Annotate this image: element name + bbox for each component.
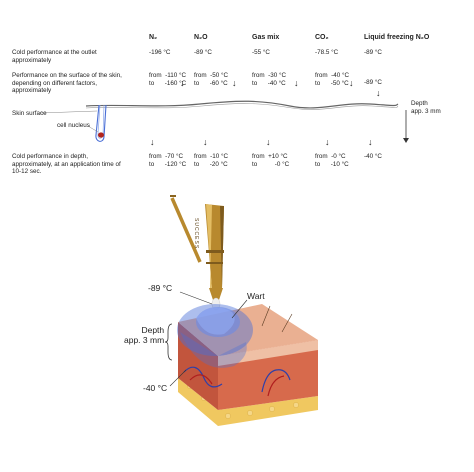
cell-outlet-gas-mix: -55 °C (252, 49, 270, 56)
arrow-down-icon: ↓ (150, 137, 155, 147)
cell-surface-gas-mix: from -30 °C to -40 °C (252, 72, 287, 87)
cell-nucleus-label: cell nucleus (57, 122, 90, 129)
cell-depth-gas-mix: from +10 °C to -0 °C (252, 153, 290, 168)
skin-surface-label: Skin surface (12, 110, 47, 117)
cell-depth-n2o: from -10 °C to -20 °C (194, 153, 229, 168)
cell-depth-n2: from -70 °C to -120 °C (149, 153, 187, 168)
cell-outlet-co2: -78.5 °C (315, 49, 339, 56)
cell-outlet-liquid-n2o: -89 °C (364, 49, 382, 56)
column-header-n2: N₂ (149, 34, 158, 41)
cell-depth-co2: from -0 °C to -10 °C (315, 153, 349, 168)
cell-surface-co2: from -40 °C to -50 °C (315, 72, 350, 87)
column-header-n2o: N₂O (194, 34, 208, 41)
column-header-co2: CO₂ (315, 34, 329, 41)
skin-block (177, 304, 318, 426)
cell-nucleus-dot (98, 132, 104, 138)
cell-surface-n2: from -110 °C to -160 °C (149, 72, 187, 87)
temp-label-tip: -89 °C (148, 283, 173, 293)
cell-surface-liquid-n2o: -89 °C (364, 79, 382, 86)
column-header-gas-mix: Gas mix (252, 34, 280, 41)
row-label-surface: Performance on the surface of the skin, … (12, 72, 122, 95)
row-label-outlet: Cold performance at the outlet approxima… (12, 49, 97, 64)
row-label-depth: Cold performance in depth, approximately… (12, 153, 121, 176)
arrow-down-icon: ↓ (180, 78, 185, 88)
wart-label: Wart (247, 291, 265, 301)
arrow-down-icon: ↓ (294, 78, 299, 88)
cell-surface-n2o: from -50 °C to -60 °C (194, 72, 229, 87)
column-header-liquid-n2o: Liquid freezing N₂O (364, 34, 430, 41)
cell-depth-liquid-n2o: -40 °C (364, 153, 382, 160)
cell-outlet-n2o: -89 °C (194, 49, 212, 56)
arrow-down-icon: ↓ (266, 137, 271, 147)
arrow-down-icon: ↓ (325, 137, 330, 147)
cryo-device (170, 195, 224, 311)
depth-label-left: Depth app. 3 mm (124, 325, 165, 345)
arrow-down-icon: ↓ (349, 78, 354, 88)
depth-label-right: Depth app. 3 mm (411, 100, 441, 115)
arrow-down-icon: ↓ (203, 137, 208, 147)
device-lettering: SUCCESS (193, 218, 199, 250)
arrow-down-icon: ↓ (376, 88, 381, 98)
arrow-down-icon: ↓ (368, 137, 373, 147)
temp-label-depth: -40 °C (143, 383, 168, 393)
arrow-down-icon: ↓ (232, 78, 237, 88)
cell-outlet-n2: -196 °C (149, 49, 171, 56)
